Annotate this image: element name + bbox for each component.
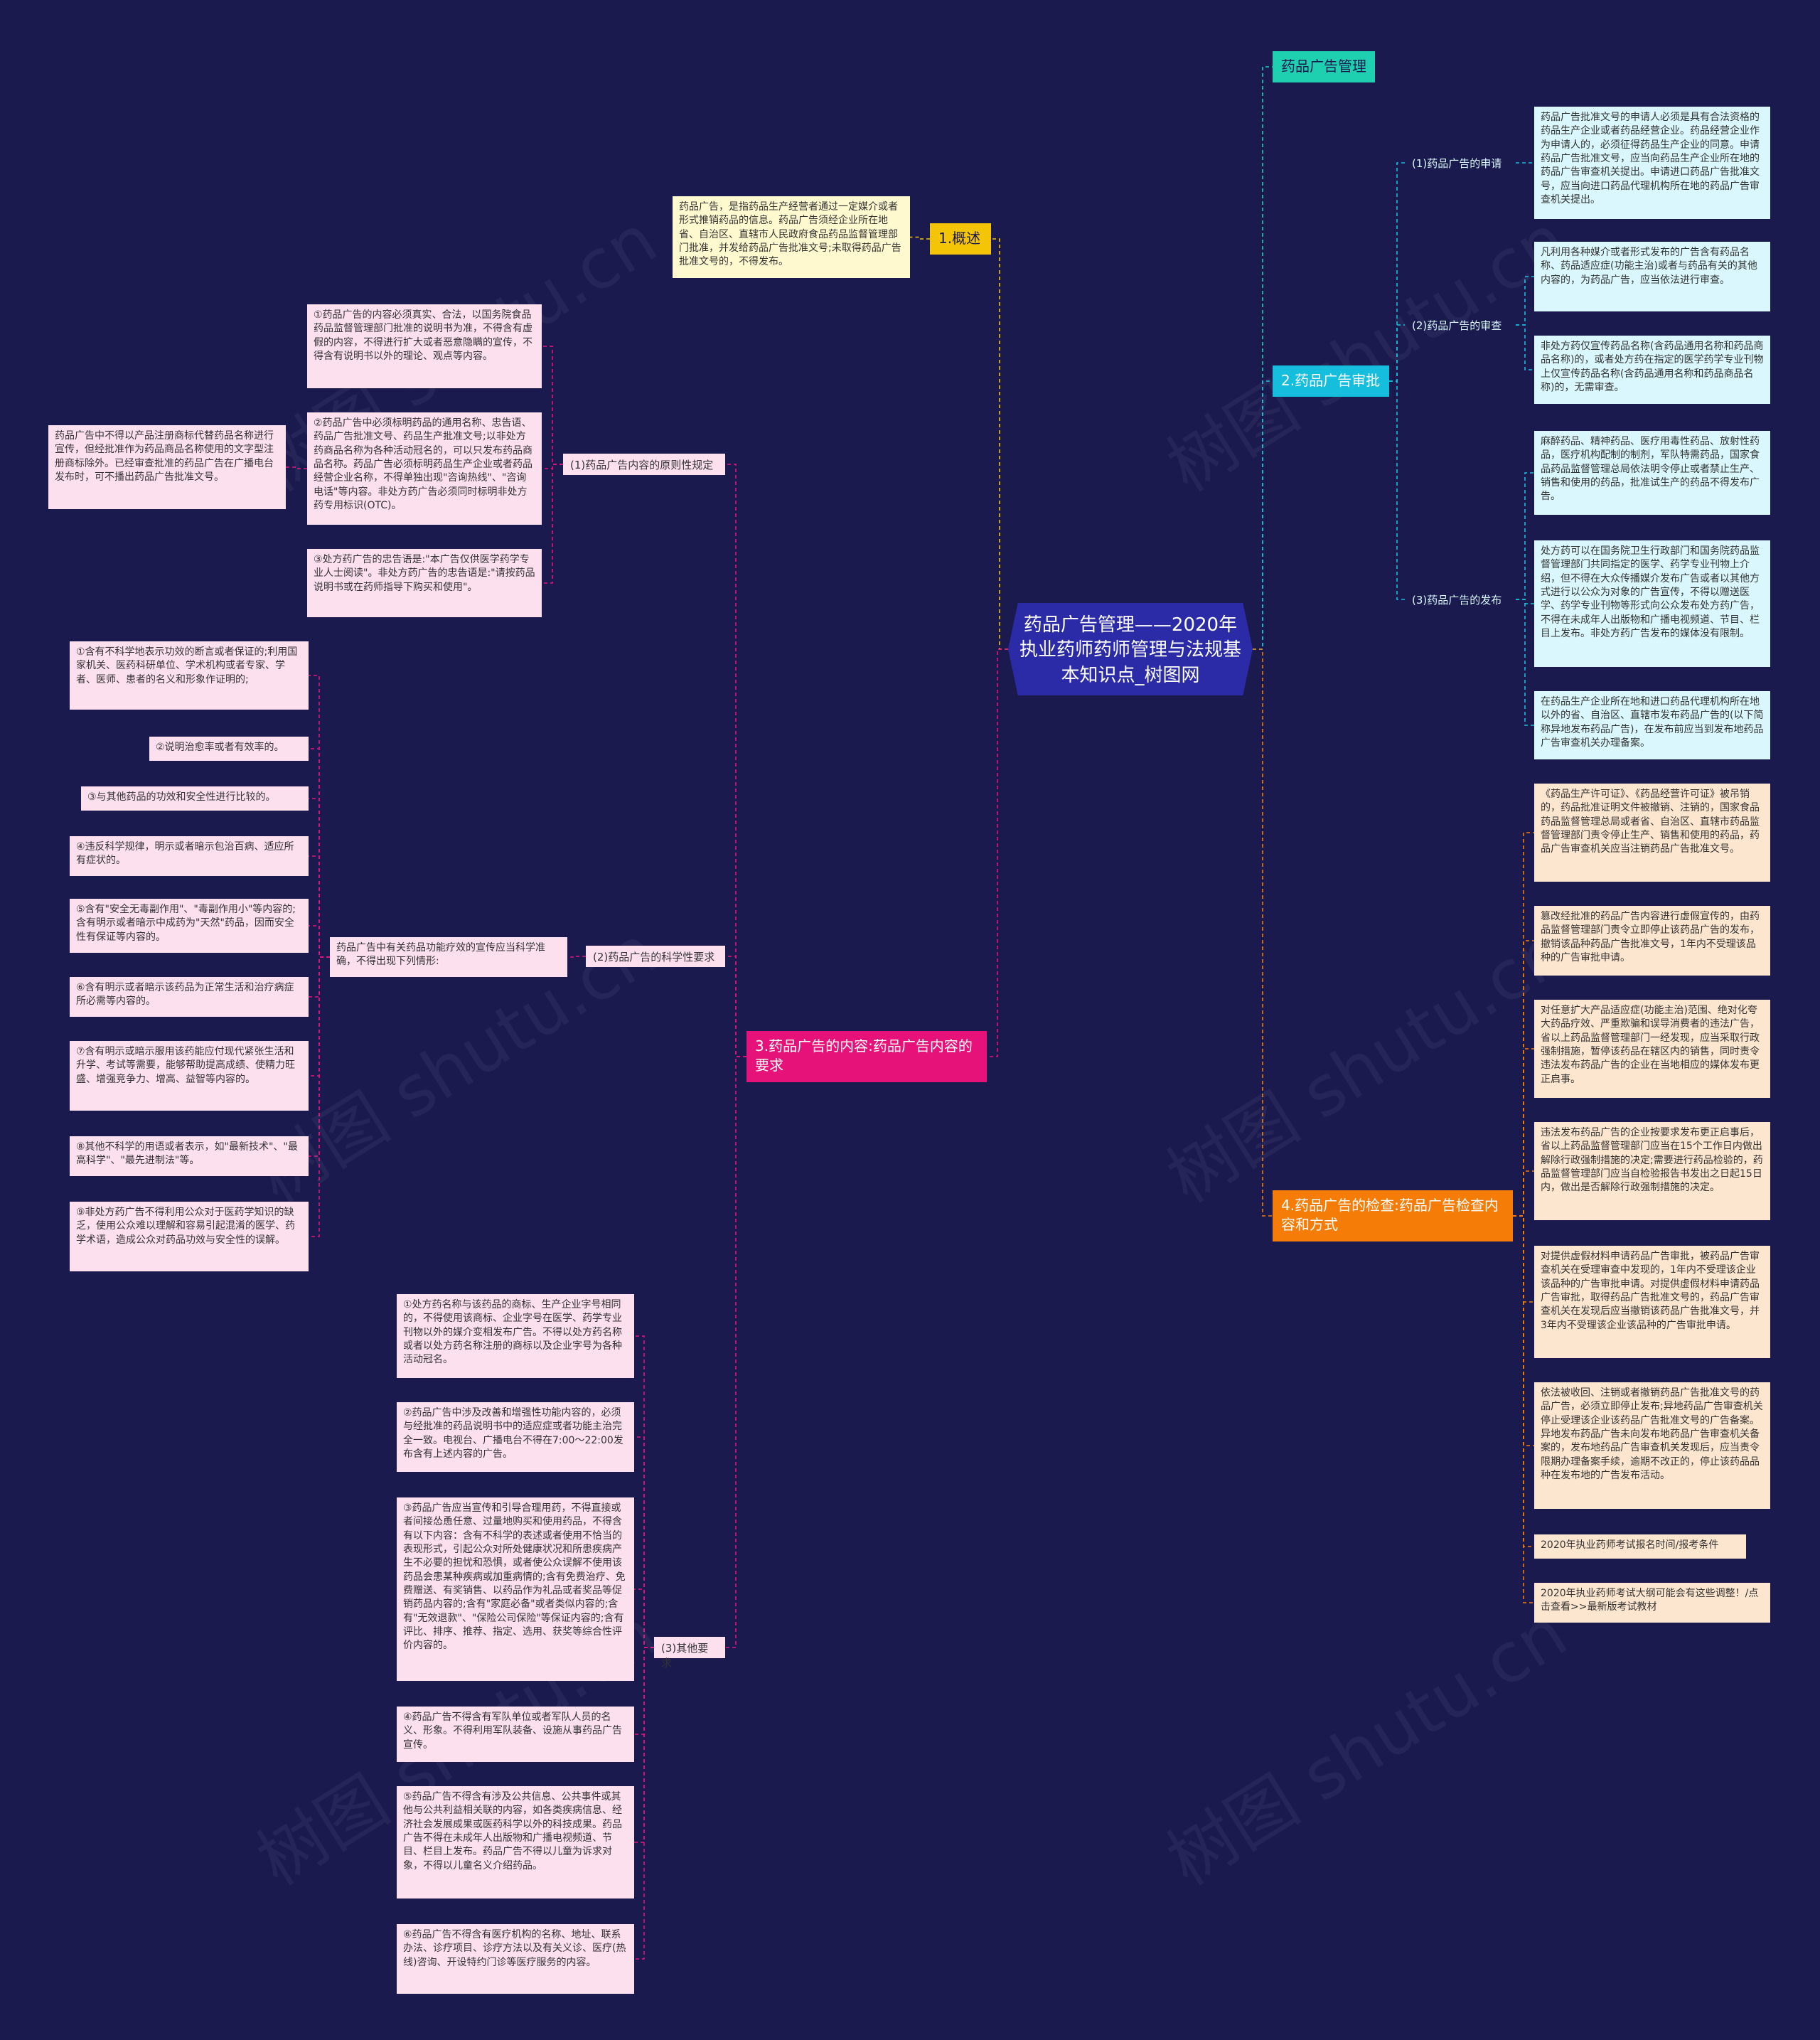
connector-line: [725, 464, 746, 1057]
connector-line: [309, 925, 330, 958]
inspection-leaf: 对任意扩大产品适应症(功能主治)范围、绝对化夸大药品疗效、严重欺骗和误导消费者的…: [1534, 1000, 1770, 1098]
scientific-leaf: ⑧其他不科学的用语或者表示，如"最新技术"、"最高科学"、"最先进制法"等。: [70, 1136, 309, 1176]
branch-overview[interactable]: 1.概述: [930, 223, 991, 255]
connector-line: [1389, 380, 1405, 600]
connector-line: [309, 956, 330, 998]
inspection-leaf: 违法发布药品广告的企业按要求发布更正启事后，省以上药品监督管理部门应当在15个工…: [1534, 1122, 1770, 1220]
connector-line: [634, 1436, 654, 1648]
scientific-leaf: ①含有不科学地表示功效的断言或者保证的;利用国家机关、医药科研单位、学术机构或者…: [70, 641, 309, 710]
content-principle-leaf: ②药品广告中必须标明药品的通用名称、忠告语、药品广告批准文号、药品生产批准文号;…: [307, 412, 542, 525]
connector-line: [1253, 66, 1273, 650]
connector-line: [309, 675, 330, 958]
connector-line: [309, 748, 330, 958]
scientific-leaf: ⑦含有明示或暗示服用该药能应付现代紧张生活和升学、考试等需要，能够帮助提高成绩、…: [70, 1041, 309, 1111]
exam-registration-link[interactable]: 2020年执业药师考试报名时间/报考条件: [1534, 1534, 1746, 1559]
scientific-leaf: ②说明治愈率或者有效率的。: [149, 737, 309, 761]
branch-ad-content[interactable]: 3.药品广告的内容:药品广告内容的要求: [746, 1031, 987, 1082]
other-requirement-leaf: ③药品广告应当宣传和引导合理用药，不得直接或者间接怂恿任意、过量地购买和使用药品…: [397, 1497, 634, 1681]
subtopic-ad-application[interactable]: (1)药品广告的申请: [1412, 157, 1502, 170]
other-requirement-leaf: ①处方药名称与该药品的商标、生产企业字号相同的，不得使用该商标、企业字号在医学、…: [397, 1294, 634, 1378]
connector-line: [1516, 276, 1534, 326]
connector-line: [1516, 324, 1534, 370]
content-principle-leaf: ①药品广告的内容必须真实、合法，以国务院食品药品监督管理部门批准的说明书为准，不…: [307, 304, 542, 388]
inspection-leaf: 对提供虚假材料申请药品广告审批，被药品广告审查机关在受理审查中发现的，1年内不受…: [1534, 1246, 1770, 1358]
connector-line: [1516, 472, 1534, 600]
inspection-leaf: 篡改经批准的药品广告内容进行虚假宣传的，由药品监督管理部门责令立即停止该药品广告…: [1534, 906, 1770, 976]
inspection-leaf: 《药品生产许可证》、《药品经营许可证》被吊销的，药品批准证明文件被撤销、注销的，…: [1534, 784, 1770, 882]
ad-application-leaf: 药品广告批准文号的申请人必须是具有合法资格的药品生产企业或者药品经营企业。药品经…: [1534, 107, 1770, 219]
ad-publication-leaf: 在药品生产企业所在地和进口药品代理机构所在地以外的省、自治区、直辖市发布药品广告…: [1534, 691, 1770, 759]
ad-publication-leaf: 处方药可以在国务院卫生行政部门和国务院药品监督管理部门共同指定的医学、药学专业刊…: [1534, 540, 1770, 667]
ad-publication-leaf: 麻醉药品、精神药品、医疗用毒性药品、放射性药品，医疗机构配制的制剂，军队特需药品…: [1534, 431, 1770, 515]
connector-line: [725, 1056, 746, 1648]
connector-line: [1513, 1170, 1534, 1217]
scientific-intro: 药品广告中有关药品功能疗效的宣传应当科学准确，不得出现下列情形:: [330, 937, 567, 977]
trademark-note-leaf: 药品广告中不得以产品注册商标代替药品名称进行宣传，但经批准作为药品商品名称使用的…: [48, 425, 286, 509]
subtopic-ad-review[interactable]: (2)药品广告的审查: [1412, 319, 1502, 332]
connector-line: [991, 238, 1008, 650]
content-principle-leaf: ③处方药广告的忠告语是:"本广告仅供医学药学专业人士阅读"。非处方药广告的忠告语…: [307, 549, 542, 617]
subtopic-ad-publication[interactable]: (3)药品广告的发布: [1412, 594, 1502, 607]
connector-line: [567, 956, 586, 958]
ad-review-leaf: 凡利用各种媒介或者形式发布的广告含有药品名称、药品适应症(功能主治)或者与药品有…: [1534, 242, 1770, 311]
connector-line: [1513, 1215, 1534, 1603]
overview-leaf: 药品广告，是指药品生产经营者通过一定媒介或者形式推销药品的信息。药品广告须经企业…: [673, 196, 910, 278]
subtopic-other-requirements[interactable]: (3)其他要求: [654, 1637, 725, 1670]
connector-line: [634, 1588, 654, 1648]
other-requirement-leaf: ⑥药品广告不得含有医疗机构的名称、地址、联系办法、诊疗项目、诊疗方法以及有关义诊…: [397, 1924, 634, 1994]
connector-line: [725, 956, 746, 1057]
scientific-leaf: ④违反科学规律，明示或者暗示包治百病、适应所有症状的。: [70, 836, 309, 876]
connector-line: [910, 236, 930, 240]
connector-line: [1513, 1215, 1534, 1446]
connector-line: [1513, 1048, 1534, 1217]
connector-line: [987, 648, 1008, 1057]
connector-line: [1516, 599, 1534, 726]
connector-line: [1253, 380, 1273, 650]
connector-line: [309, 855, 330, 958]
connector-line: [309, 956, 330, 1237]
connector-line: [1389, 162, 1405, 382]
connector-line: [309, 956, 330, 1077]
connector-line: [634, 1335, 654, 1648]
scientific-leaf: ⑨非处方药广告不得利用公众对于医药学知识的缺乏，使用公众难以理解和容易引起混淆的…: [70, 1202, 309, 1271]
branch-drug-ad-management[interactable]: 药品广告管理: [1273, 51, 1375, 82]
scientific-leaf: ③与其他药品的功效和安全性进行比较的。: [81, 786, 309, 811]
scientific-leaf: ⑤含有"安全无毒副作用"、"毒副作用小"等内容的;含有明示或者暗示中成药为"天然…: [70, 899, 309, 953]
subtopic-scientific-requirements[interactable]: (2)药品广告的科学性要求: [586, 946, 725, 967]
connector-line: [1513, 832, 1534, 1217]
root-topic[interactable]: 药品广告管理——2020年执业药师药师管理与法规基本知识点_树图网: [1008, 603, 1253, 695]
inspection-leaf: 依法被收回、注销或者撤销药品广告批准文号的药品广告，必须立即停止发布;异地药品广…: [1534, 1382, 1770, 1509]
subtopic-content-principles[interactable]: (1)药品广告内容的原则性规定: [563, 454, 725, 475]
other-requirement-leaf: ④药品广告不得含有军队单位或者军队人员的名义、形象。不得利用军队装备、设施从事药…: [397, 1707, 634, 1762]
exam-syllabus-link[interactable]: 2020年执业药师考试大纲可能会有这些调整！/点击查看>>最新版考试教材: [1534, 1583, 1770, 1623]
connector-line: [634, 1647, 654, 1960]
branch-ad-inspection[interactable]: 4.药品广告的检查:药品广告检查内容和方式: [1273, 1190, 1513, 1241]
other-requirement-leaf: ②药品广告中涉及改善和增强性功能内容的，必须与经批准的药品说明书中的适应症或者功…: [397, 1402, 634, 1472]
branch-ad-approval[interactable]: 2.药品广告审批: [1273, 365, 1389, 397]
connector-line: [542, 346, 563, 465]
other-requirement-leaf: ⑤药品广告不得含有涉及公共信息、公共事件或其他与公共利益相关联的内容，如各类疾病…: [397, 1786, 634, 1899]
connector-line: [542, 464, 563, 584]
ad-review-leaf: 非处方药仅宣传药品名称(含药品通用名称和药品商品名称)的，或者处方药在指定的医学…: [1534, 336, 1770, 404]
scientific-leaf: ⑥含有明示或者暗示该药品为正常生活和治疗病症所必需等内容的。: [70, 977, 309, 1017]
